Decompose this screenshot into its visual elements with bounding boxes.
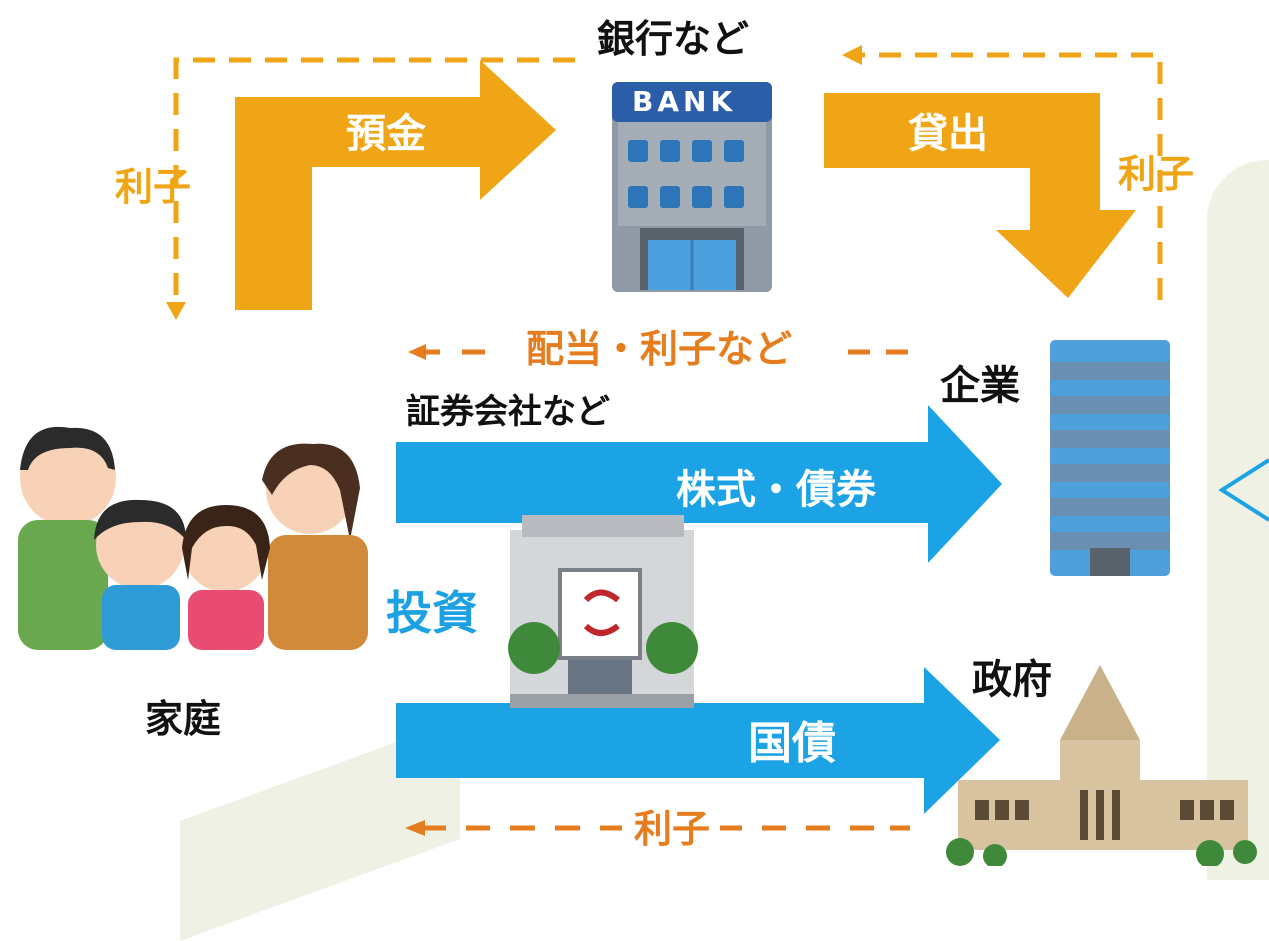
govt-bonds-arrow bbox=[396, 667, 1000, 814]
interest-arrowhead-left bbox=[166, 302, 186, 320]
family-illustration bbox=[18, 426, 368, 650]
loan-label: 貸出 bbox=[908, 111, 988, 157]
bank-building-icon bbox=[612, 82, 772, 292]
bottom-interest-label: 利子 bbox=[634, 807, 711, 851]
flow-diagram bbox=[18, 45, 1269, 866]
loan-arrow bbox=[824, 93, 1136, 298]
interest-dashed-loop-left bbox=[173, 57, 575, 302]
bank-label: 銀行など bbox=[597, 17, 750, 61]
company-building-icon bbox=[1050, 340, 1170, 576]
govt-bonds-label: 国債 bbox=[748, 718, 836, 769]
government-building-icon bbox=[946, 665, 1257, 866]
deposit-label: 預金 bbox=[346, 111, 426, 157]
government-label: 政府 bbox=[972, 657, 1052, 703]
interest-arrowhead-right bbox=[842, 45, 862, 65]
stocks-bonds-arrow bbox=[396, 405, 1002, 563]
interest-label-left: 利子 bbox=[115, 165, 192, 209]
bank-sign-text: BANK bbox=[632, 85, 737, 118]
interest-label-right: 利子 bbox=[1118, 152, 1195, 196]
company-label: 企業 bbox=[940, 363, 1020, 409]
deposit-arrow bbox=[235, 60, 556, 310]
stock-exchange-icon bbox=[508, 515, 698, 708]
bottom-interest-arrowhead bbox=[405, 820, 425, 836]
interest-dashed-loop-right bbox=[862, 52, 1163, 300]
stocks-bonds-label: 株式・債券 bbox=[676, 467, 876, 513]
household-label: 家庭 bbox=[145, 697, 222, 741]
speech-pointer bbox=[1218, 458, 1269, 522]
background-panel-right bbox=[1207, 160, 1269, 880]
investment-label: 投資 bbox=[386, 586, 478, 640]
dividend-arrowhead bbox=[408, 344, 426, 360]
dividend-interest-label: 配当・利子など bbox=[526, 327, 793, 371]
securities-label: 証券会社など bbox=[406, 392, 610, 432]
